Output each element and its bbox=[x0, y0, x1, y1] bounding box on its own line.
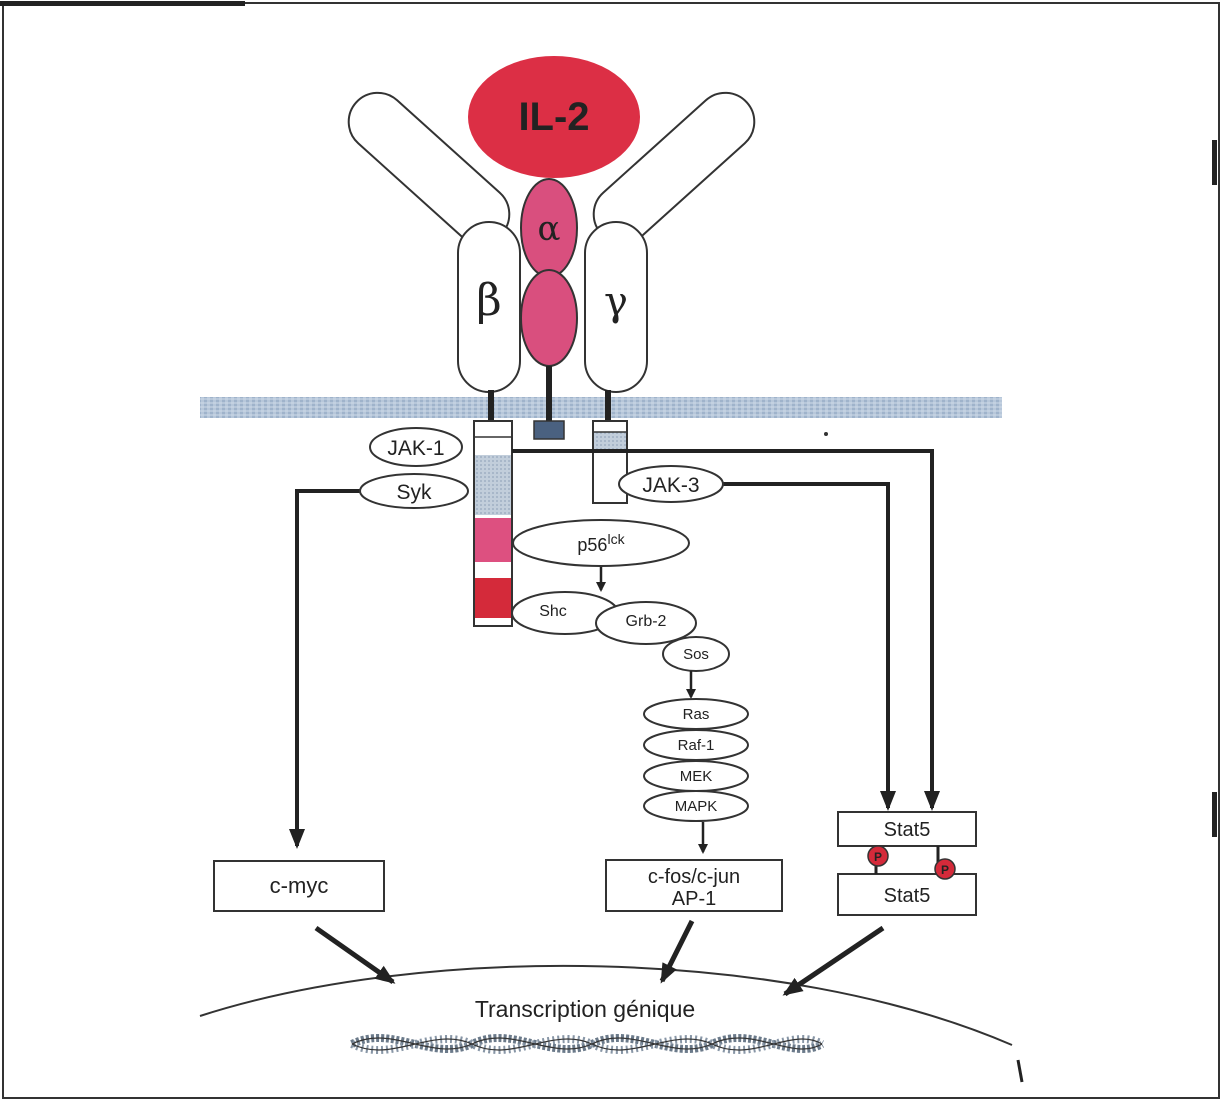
beta-label: β bbox=[476, 275, 501, 326]
ras-label: Ras bbox=[683, 706, 710, 723]
gamma-label: γ bbox=[604, 279, 628, 325]
stat5-top-label: Stat5 bbox=[884, 819, 931, 841]
frame-edge-mark-lower bbox=[1212, 792, 1217, 837]
jak1-label: JAK-1 bbox=[387, 437, 444, 460]
grb2-label: Grb-2 bbox=[626, 613, 667, 630]
phospho-left-label: P bbox=[874, 850, 882, 864]
beta-transmembrane bbox=[488, 390, 494, 422]
mek-label: MEK bbox=[680, 768, 713, 785]
arrow-stat5-to-nucleus bbox=[785, 928, 883, 994]
cmyc-label: c-myc bbox=[270, 873, 329, 898]
cell-membrane bbox=[200, 397, 1002, 418]
frame-corner-mark bbox=[0, 1, 245, 6]
arrow-cmyc-to-nucleus bbox=[316, 928, 393, 982]
transcription-label: Transcription génique bbox=[475, 996, 695, 1022]
jak3-label: JAK-3 bbox=[642, 474, 699, 497]
syk-label: Syk bbox=[396, 481, 432, 504]
phospho-right-label: P bbox=[941, 863, 949, 877]
arrow-jak3-to-stat5 bbox=[715, 484, 888, 808]
scan-speck bbox=[824, 432, 828, 436]
stat5-bottom-label: Stat5 bbox=[884, 885, 931, 907]
sos-label: Sos bbox=[683, 646, 709, 663]
cfos-cjun-label: c-fos/c-jun bbox=[648, 866, 740, 888]
il2-label: IL-2 bbox=[518, 95, 589, 139]
frame-edge-mark bbox=[1212, 140, 1217, 185]
alpha-label: α bbox=[538, 209, 561, 249]
alpha-intracellular-stub bbox=[534, 421, 564, 439]
arrow-cfos-to-nucleus bbox=[662, 921, 692, 981]
gamma-transmembrane bbox=[605, 390, 611, 422]
ap1-label: AP-1 bbox=[672, 888, 716, 910]
alpha-transmembrane bbox=[546, 366, 552, 422]
scan-mark bbox=[1018, 1060, 1022, 1082]
shc-label: Shc bbox=[539, 603, 567, 620]
beta-intracellular-chain bbox=[474, 421, 512, 626]
raf1-label: Raf-1 bbox=[678, 737, 715, 754]
mapk-label: MAPK bbox=[675, 798, 718, 815]
dna-helix-icon bbox=[352, 1038, 822, 1050]
alpha-chain-bottom bbox=[521, 270, 577, 366]
arrow-syk-to-cmyc bbox=[297, 491, 362, 846]
